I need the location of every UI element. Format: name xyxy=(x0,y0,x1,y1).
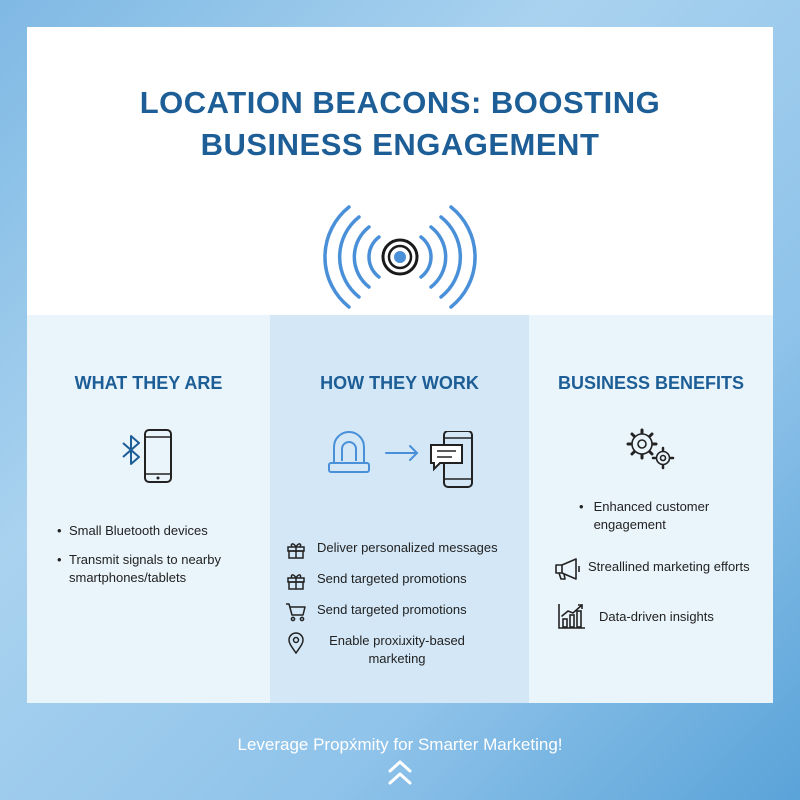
benefit-row-insights: Data-driven insights xyxy=(557,604,714,629)
location-pin-icon xyxy=(285,632,307,654)
benefit-text: Data-driven insights xyxy=(599,609,714,624)
benefit-text: Enhanced customer engagement xyxy=(593,499,710,532)
feature-row-promotions: Send targeted promotions xyxy=(285,570,467,592)
infographic-card: LOCATION BEACONS: BOOSTING BUSINESS ENGA… xyxy=(27,27,773,703)
what-they-are-heading: WHAT THEY ARE xyxy=(74,373,223,393)
feature-row-proximity: Enable proxiɹxity-based marketing xyxy=(285,632,477,668)
feature-text: Send targeted promotions xyxy=(317,571,467,586)
gears-icon xyxy=(626,428,675,470)
footer-tagline: Leverage Propx́mity for Smarter Marketin… xyxy=(237,735,563,754)
cart-icon xyxy=(285,601,307,623)
phone-message-icon xyxy=(430,431,473,488)
benefit-row-marketing: Streallined marketing efforts xyxy=(554,558,750,580)
bluetooth-icon xyxy=(122,429,172,483)
feature-row-promotions-cart: Send targeted promotions xyxy=(285,601,467,623)
how-they-work-panel: HOW THEY WORK xyxy=(270,315,529,703)
bullet-dot: • xyxy=(579,499,584,514)
title-line-1: LOCATION BEACONS: BOOSTING xyxy=(139,85,661,120)
gift-icon xyxy=(285,570,307,592)
benefit-bullet-engagement: • Enhanced customer engagement xyxy=(579,498,724,534)
arrow-right-icon xyxy=(385,445,419,461)
beacon-signal-icon xyxy=(323,205,477,309)
gift-icon xyxy=(285,539,307,561)
list-item: Small Bluetooth devices xyxy=(57,522,262,540)
what-they-are-list: Small Bluetooth devices Transmit signals… xyxy=(57,522,262,598)
feature-text: Enable proxiɹxity-based marketing xyxy=(329,633,465,666)
double-chevron-up-icon xyxy=(388,760,412,785)
feature-text: Deliver personalized messages xyxy=(317,540,498,555)
feature-row-personalized: Deliver personalized messages xyxy=(285,539,498,561)
page-title: LOCATION BEACONS: BOOSTING BUSINESS ENGA… xyxy=(27,82,773,166)
business-benefits-heading: BUSINESS BENEFITS xyxy=(557,373,745,393)
business-benefits-panel: BUSINESS BENEFITS • Enhanced customer e xyxy=(529,315,773,703)
what-they-are-panel: WHAT THEY ARE Small Bluetooth devices Tr… xyxy=(27,315,270,703)
beacon-device-icon xyxy=(328,431,370,473)
beacon-to-phone-illustration xyxy=(328,431,473,488)
feature-text: Send targeted promotions xyxy=(317,602,467,617)
title-line-2: BUSINESS ENGAGEMENT xyxy=(200,127,600,162)
bar-chart-icon xyxy=(557,604,587,629)
list-item: Transmit signals to nearby smartphones/t… xyxy=(57,551,262,587)
benefit-text: Streallined marketing efforts xyxy=(588,559,750,574)
smartphone-icon xyxy=(144,429,172,483)
megaphone-icon xyxy=(554,558,584,580)
how-they-work-heading: HOW THEY WORK xyxy=(320,373,479,393)
